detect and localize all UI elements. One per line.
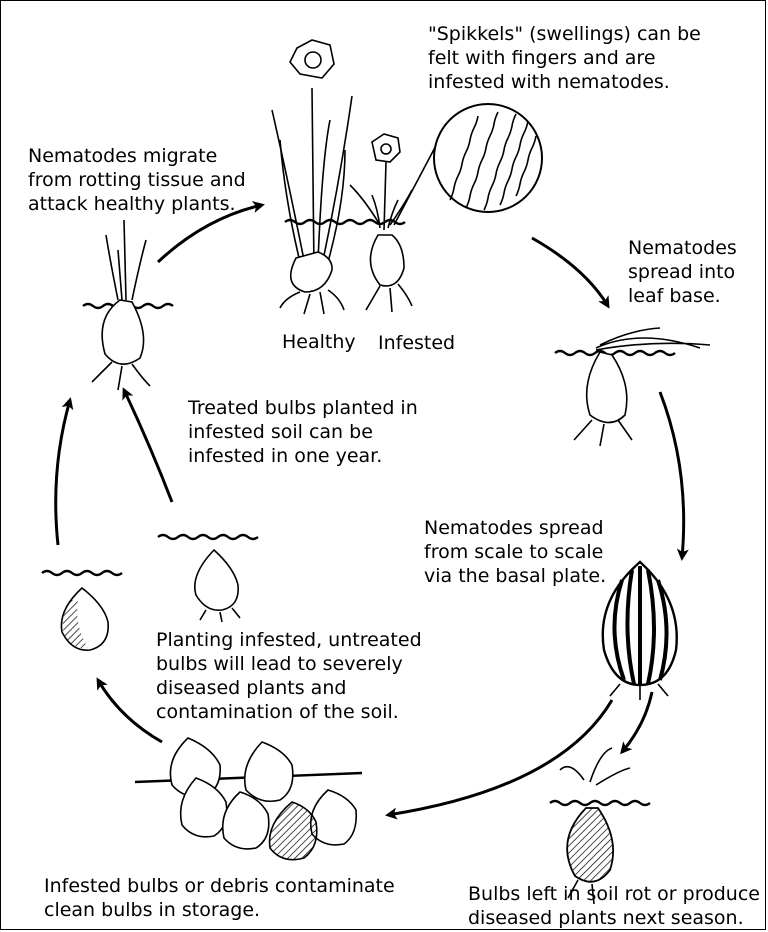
- storage-bulbs: [170, 738, 356, 860]
- arrow-up-treated: [124, 390, 172, 502]
- migrate-plant: [92, 220, 150, 390]
- soil-planted: [42, 571, 122, 575]
- label-planting: Planting infested, untreated bulbs will …: [156, 628, 422, 724]
- soil-leafbase: [555, 351, 675, 355]
- treated-bulb: [195, 550, 240, 622]
- label-spikkels: "Spikkels" (swellings) can be felt with …: [428, 22, 701, 94]
- label-storage: Infested bulbs or debris contaminate cle…: [44, 874, 395, 922]
- healthy-daffodil: [272, 40, 352, 314]
- spikkels-magnifier: [434, 104, 542, 212]
- arrow-to-leaf-base: [532, 238, 608, 306]
- label-healthy: Healthy: [282, 330, 356, 354]
- arrow-to-rotting-bulb: [622, 692, 652, 752]
- arrow-up-left: [56, 400, 70, 545]
- soil-rot: [550, 801, 650, 805]
- scale-bulb: [603, 562, 677, 700]
- label-treated: Treated bulbs planted in infested soil c…: [188, 396, 418, 468]
- label-rot: Bulbs left in soil rot or produce diseas…: [468, 882, 760, 930]
- label-scale: Nematodes spread from scale to scale via…: [424, 516, 606, 588]
- planted-bulb: [61, 588, 108, 650]
- label-leaf-base: Nematodes spread into leaf base.: [628, 236, 737, 308]
- rotting-bulb: [560, 748, 630, 904]
- arrow-to-scale-bulb: [660, 392, 684, 558]
- label-migrate: Nematodes migrate from rotting tissue an…: [28, 144, 246, 216]
- label-infested: Infested: [378, 331, 455, 355]
- soil-treated: [158, 535, 258, 539]
- soil-flowers: [285, 220, 405, 224]
- leafbase-plant: [574, 328, 710, 446]
- arrow-to-planted-bulb: [98, 680, 162, 742]
